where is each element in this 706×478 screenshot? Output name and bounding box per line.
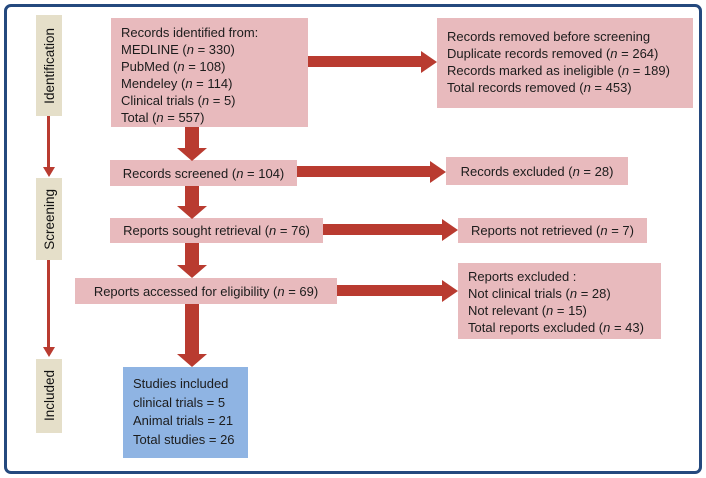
box-text-line: Not clinical trials (n = 28) — [468, 286, 611, 301]
arrow-down-icon — [177, 265, 207, 278]
box-reports-not-retrieved: Reports not retrieved (n = 7) — [458, 218, 647, 243]
stage-screening: Screening — [36, 178, 62, 260]
box-text-line: Records removed before screening — [447, 29, 651, 44]
stage-screening-label: Screening — [41, 188, 57, 250]
box-text-line: Records identified from: — [121, 25, 259, 40]
box-text-line: Mendeley (n = 114) — [121, 76, 233, 91]
arrow-down-icon — [177, 206, 207, 219]
box-records-screened: Records screened (n = 104) — [110, 160, 297, 186]
arrow-down-icon — [43, 167, 55, 177]
box-text-line: Reports excluded : — [468, 269, 577, 284]
box-records-excluded: Records excluded (n = 28) — [446, 157, 628, 185]
arrow-right-icon — [442, 219, 458, 241]
box-text-line: Total (n = 557) — [121, 110, 205, 125]
stage-included: Included — [36, 359, 62, 433]
box-text-line: PubMed (n = 108) — [121, 59, 226, 74]
box-text-line: Records marked as ineligible (n = 189) — [447, 63, 670, 78]
box-text-line: Duplicate records removed (n = 264) — [447, 46, 659, 61]
box-text-line: Records screened (n = 104) — [122, 165, 285, 181]
diagram-border — [4, 4, 702, 474]
stage-included-label: Included — [41, 370, 57, 422]
box-text-line: Reports accessed for eligibility (n = 69… — [93, 283, 319, 299]
box-text-line: Total records removed (n = 453) — [447, 80, 632, 95]
box-text-line: MEDLINE (n = 330) — [121, 42, 235, 57]
box-text-line: Clinical trials (n = 5) — [121, 93, 236, 108]
arrow-down-icon — [43, 347, 55, 357]
box-reports-excluded: Reports excluded : Not clinical trials (n… — [458, 263, 661, 339]
box-text-line: clinical trials = 5 — [133, 394, 226, 410]
box-text-line: Animal trials = 21 — [133, 413, 234, 428]
box-text-line: Reports sought retrieval (n = 76) — [123, 223, 310, 238]
box-text-line: Total reports excluded (n = 43) — [468, 320, 644, 335]
stage-identification-label: Identification — [41, 27, 57, 104]
arrow-right-icon — [421, 51, 437, 73]
arrow-down-icon — [177, 148, 207, 161]
box-text-line: Records excluded (n = 28) — [460, 163, 614, 179]
box-text-line: Total studies = 26 — [133, 431, 235, 447]
box-text-line: Studies included — [133, 376, 229, 391]
box-reports-accessed-eligibility: Reports accessed for eligibility (n = 69… — [75, 278, 337, 304]
box-text-line: Reports not retrieved (n = 7) — [471, 223, 634, 238]
stage-identification: Identification — [36, 15, 62, 116]
arrow-right-icon — [442, 280, 458, 302]
box-studies-included: Studies included clinical trials = 5 Anima… — [123, 367, 248, 458]
arrow-down-icon — [177, 354, 207, 367]
arrow-right-icon — [430, 161, 446, 183]
box-records-identified: Records identified from: MEDLINE (n = 330… — [111, 18, 308, 127]
box-text-line: Not relevant (n = 15) — [468, 303, 587, 318]
box-reports-sought-retrieval: Reports sought retrieval (n = 76) — [110, 218, 323, 243]
